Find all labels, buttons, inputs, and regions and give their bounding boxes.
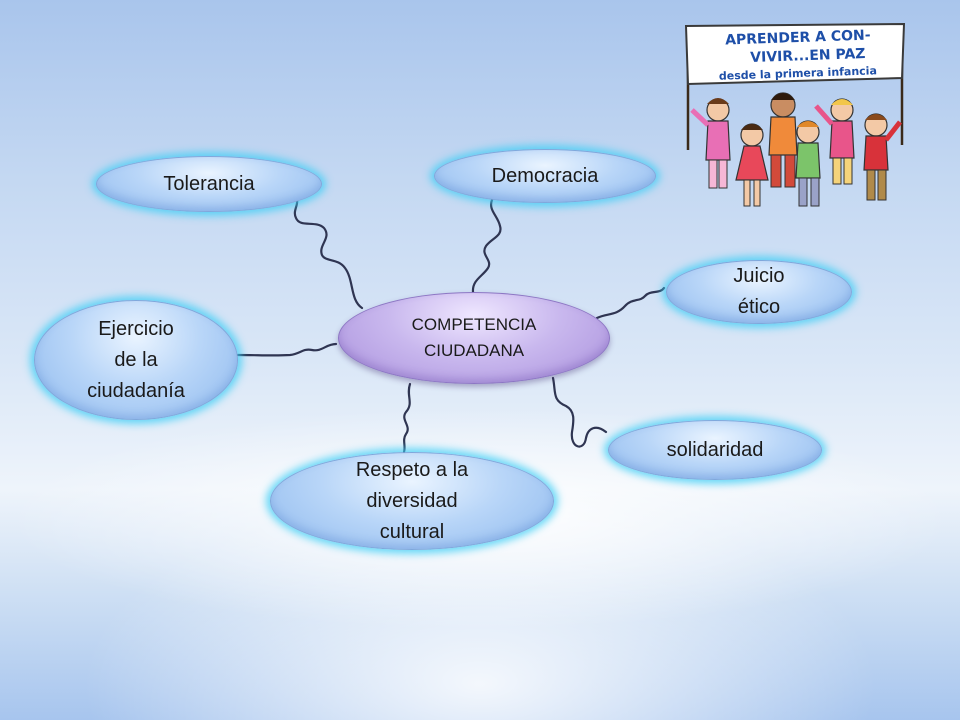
node-respeto-diversidad-cultural[interactable]: Respeto a la diversidad cultural (270, 452, 554, 550)
connector-respeto (402, 382, 412, 454)
node-solidaridad[interactable]: solidaridad (608, 420, 822, 480)
banner-line-1: APRENDER A CON- (725, 27, 871, 48)
node-democracia-label: Democracia (491, 164, 599, 187)
node-tolerancia[interactable]: Tolerancia (96, 156, 322, 212)
child-figure-5 (814, 98, 855, 185)
connector-democracia (471, 198, 502, 294)
node-respeto-diversidad-cultural-label: Respeto a la diversidad cultural (355, 458, 469, 543)
node-juicio-etico-label: Juicio ético (733, 265, 785, 318)
banner-line-2: VIVIR...EN PAZ (750, 46, 866, 66)
child-figure-3 (768, 92, 798, 188)
node-solidaridad-label: solidaridad (666, 438, 764, 461)
child-figure-4 (795, 120, 821, 207)
connector-juicio (595, 286, 666, 320)
center-node-competencia-ciudadana[interactable]: COMPETENCIA CIUDADANA (338, 292, 610, 384)
children-banner-clipart: APRENDER A CON- VIVIR...EN PAZ desde la … (684, 22, 906, 207)
node-tolerancia-label: Tolerancia (163, 172, 255, 195)
connector-tolerancia (293, 194, 364, 310)
node-ejercicio-ciudadania-label: Ejercicio de la ciudadanía (87, 317, 185, 402)
center-node-label: COMPETENCIA CIUDADANA (411, 315, 537, 360)
node-ejercicio-ciudadania[interactable]: Ejercicio de la ciudadanía (34, 300, 238, 420)
banner-line-3: desde la primera infancia (719, 64, 877, 83)
node-democracia[interactable]: Democracia (434, 149, 656, 203)
connector-ejercicio (236, 342, 338, 357)
connector-solidaridad (551, 376, 608, 448)
child-figure-2 (735, 123, 769, 207)
child-figure-1 (690, 98, 731, 189)
child-figure-6 (863, 113, 902, 201)
node-juicio-etico[interactable]: Juicio ético (666, 260, 852, 324)
